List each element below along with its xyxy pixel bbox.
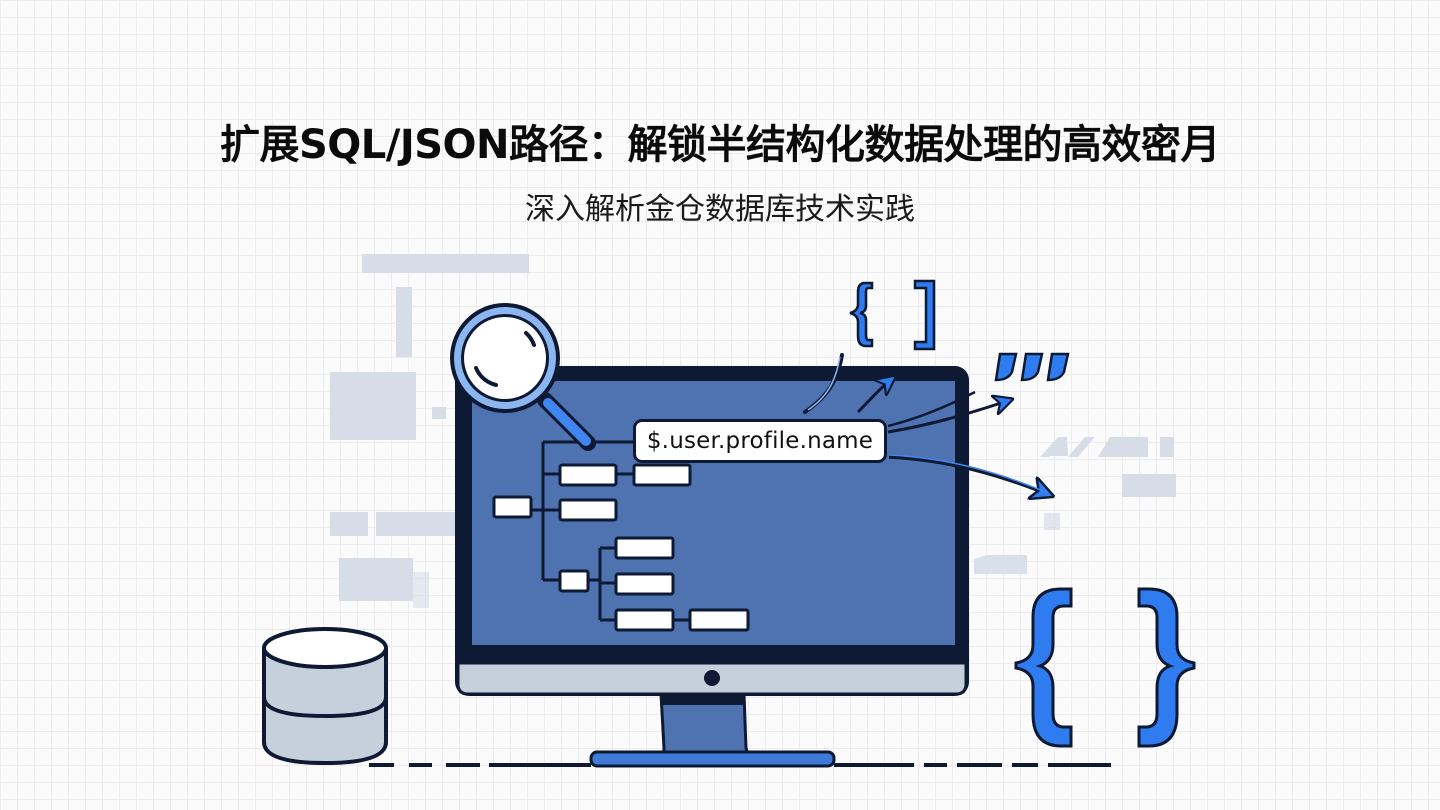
background-placeholder-blocks-left bbox=[330, 254, 529, 608]
json-tree-diagram bbox=[492, 440, 750, 632]
magnifier-icon bbox=[450, 303, 596, 451]
curly-brace-pair-icon bbox=[1014, 587, 1196, 748]
quote-marks-icon bbox=[994, 352, 1070, 382]
background-placeholder-blocks-right bbox=[974, 437, 1176, 574]
database-icon bbox=[262, 627, 388, 766]
page-title: 扩展SQL/JSON路径：解锁半结构化数据处理的高效密月 bbox=[219, 122, 1221, 168]
brace-bracket-icon bbox=[849, 279, 936, 351]
path-arrows bbox=[803, 353, 1050, 495]
page-subtitle: 深入解析金仓数据库技术实践 bbox=[525, 192, 915, 227]
json-path-expression: $.user.profile.name bbox=[633, 419, 887, 463]
